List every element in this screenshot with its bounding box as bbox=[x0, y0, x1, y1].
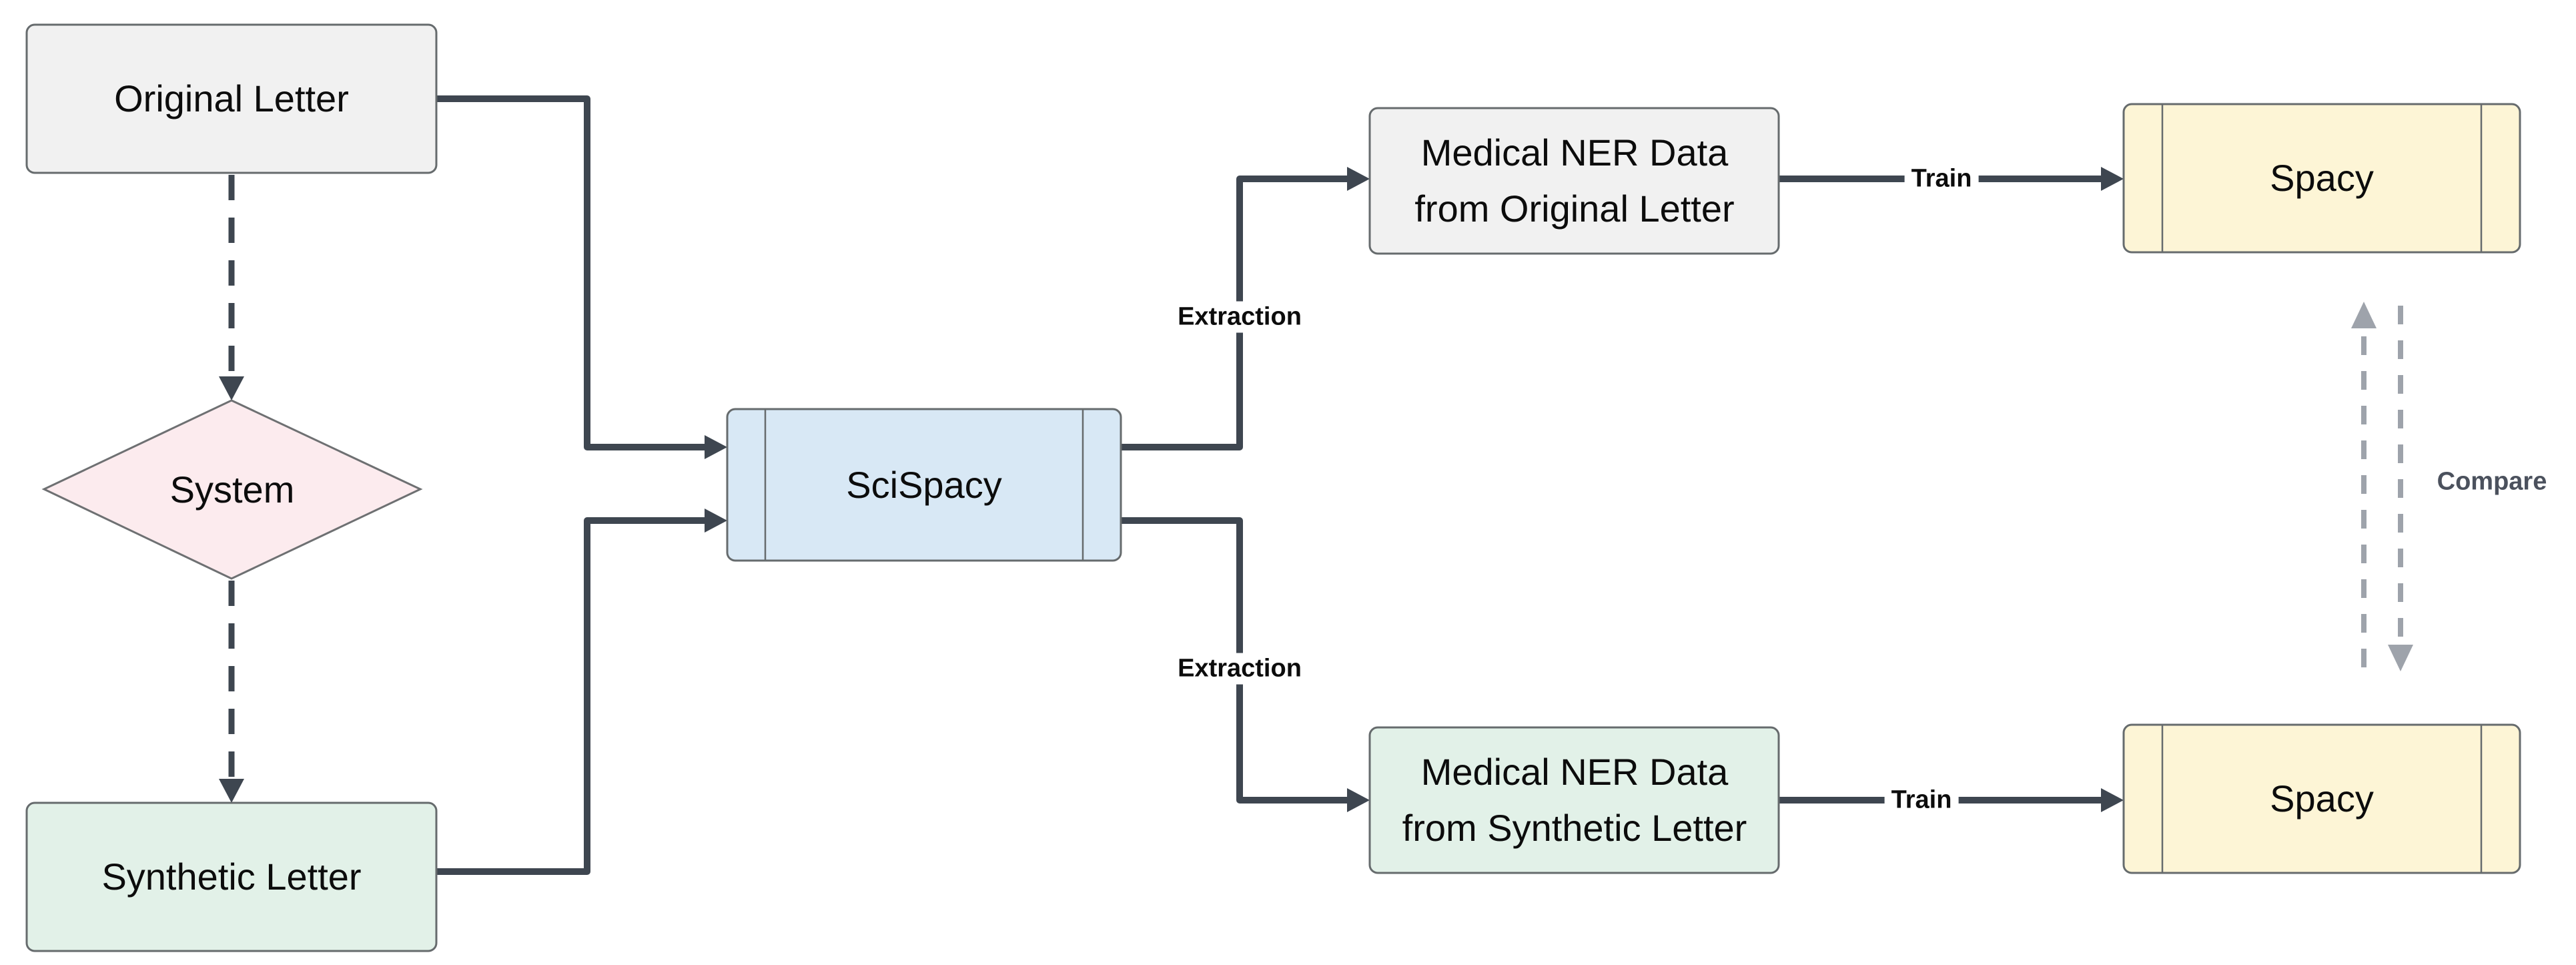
spacy-bottom-process-node bbox=[2122, 723, 2521, 874]
compare-arrowhead-down bbox=[2388, 645, 2413, 671]
compare-arrowhead-up bbox=[2351, 302, 2377, 328]
arrowhead-into-scispacy-top bbox=[705, 435, 727, 459]
arrowhead-into-system bbox=[219, 376, 244, 400]
arrowhead-into-spacy-top bbox=[2101, 167, 2124, 191]
scispacy-node-body bbox=[726, 408, 1122, 562]
synthetic-letter-node bbox=[25, 801, 438, 952]
spacy-top-process-node bbox=[2122, 103, 2521, 254]
arrowhead-into-spacy-bottom bbox=[2101, 788, 2124, 812]
arrowhead-into-ner-synthetic bbox=[1347, 788, 1370, 812]
ner-original-node bbox=[1368, 107, 1780, 255]
connector-synthetic-to-scispacy bbox=[436, 517, 706, 875]
spacy-top-node-body bbox=[2122, 103, 2521, 254]
connector-original-to-scispacy bbox=[436, 95, 706, 450]
spacy-bottom-node-body bbox=[2122, 723, 2521, 874]
arrowhead-into-scispacy-bottom bbox=[705, 509, 727, 533]
arrowhead-into-ner-original bbox=[1347, 167, 1370, 191]
ner-synthetic-node bbox=[1368, 726, 1780, 874]
arrowhead-into-synthetic bbox=[219, 779, 244, 803]
connector-scispacy-to-ner-synthetic bbox=[1121, 517, 1348, 803]
system-decision-diamond bbox=[41, 399, 423, 580]
original-letter-node bbox=[25, 23, 438, 174]
connector-scispacy-to-ner-original bbox=[1121, 176, 1348, 450]
scispacy-process-node bbox=[726, 408, 1122, 562]
